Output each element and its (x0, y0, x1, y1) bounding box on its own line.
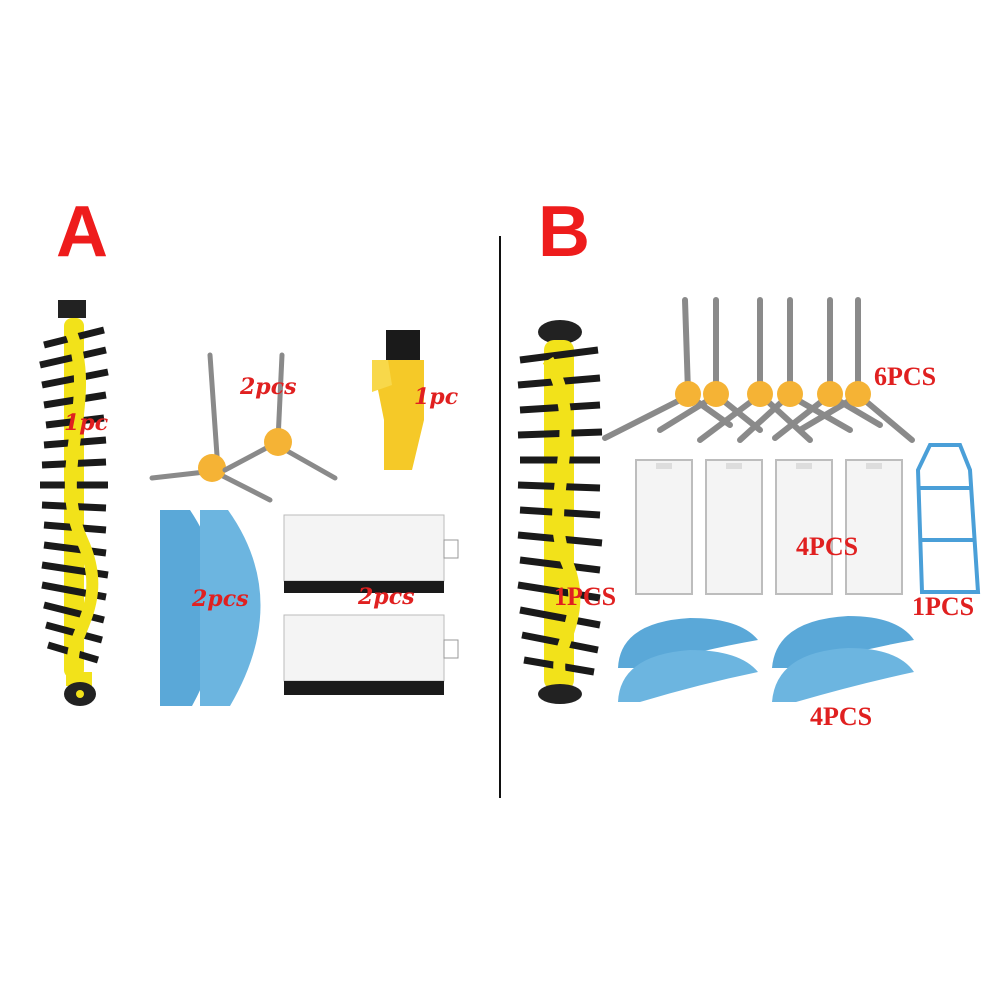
roller-brush-a (39, 300, 109, 706)
side-brushes-a-qty: 2pcs (240, 374, 297, 400)
filter-frame-b (915, 443, 981, 594)
roller-brush-b (517, 320, 603, 704)
filters-b-qty: 4PCS (796, 532, 859, 561)
filter-frame-b-qty: 1PCS (912, 592, 975, 621)
roller-brush-b-qty: 1PCS (554, 582, 617, 611)
panel-a-label: A (56, 192, 108, 272)
side-brushes-b (602, 297, 915, 443)
cleaning-tool-a (372, 330, 424, 470)
mops-a-qty: 2pcs (192, 586, 249, 612)
side-brushes-b-qty: 6PCS (874, 362, 937, 391)
filters-b (635, 459, 903, 595)
mops-b (618, 616, 914, 702)
side-brushes-a (149, 352, 338, 503)
filters-a-qty: 2pcs (358, 584, 415, 610)
cleaning-tool-a-qty: 1pc (414, 384, 459, 410)
side-brush-hubs-b (675, 381, 871, 407)
filters-a (283, 514, 459, 695)
mops-a (160, 510, 261, 706)
panel-b-label: B (538, 192, 590, 272)
mops-b-qty: 4PCS (810, 702, 873, 731)
roller-brush-a-qty: 1pc (64, 410, 109, 436)
